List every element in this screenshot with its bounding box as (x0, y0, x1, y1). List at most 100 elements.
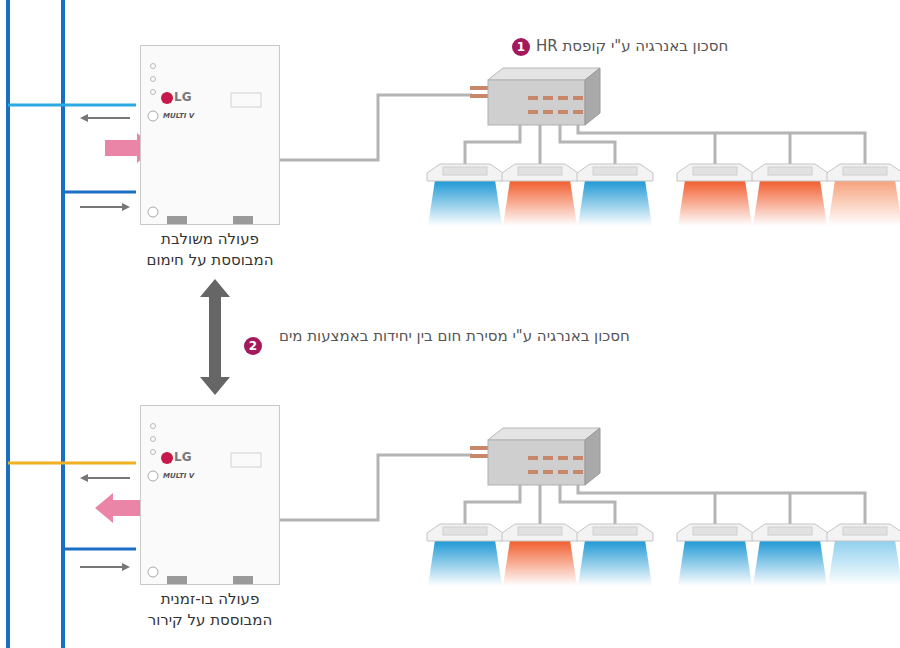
flow-arrow (86, 477, 130, 479)
refrigerant-pipe (465, 485, 520, 524)
cassette-panel (593, 527, 637, 535)
outdoor-unit: LG MULTI V פעולה משולבת המבוססת על חימום (130, 45, 290, 271)
hr-port (573, 456, 583, 460)
double-arrow (200, 279, 230, 395)
callout-number: 2 (244, 337, 262, 355)
flow-arrowhead (122, 563, 130, 571)
airflow (753, 180, 827, 226)
unit-housing: LGMULTI V (140, 405, 280, 585)
cassette-unit (827, 524, 900, 541)
model-name: MULTI V (163, 112, 194, 120)
cassette-panel (693, 527, 737, 535)
cassette-unit (677, 164, 753, 181)
unit-details (141, 46, 279, 224)
cassette-panel (443, 167, 487, 175)
refrigerant-pipe (276, 95, 472, 160)
hr-port (528, 110, 538, 114)
display-panel (231, 453, 261, 467)
hr-port (573, 470, 583, 474)
flow-arrowhead (122, 203, 130, 211)
water-pipe (8, 104, 136, 107)
indicator-dot (151, 77, 156, 82)
pipe-stub (470, 446, 490, 450)
hr-port (528, 470, 538, 474)
edge-label: חסכון באנרגיה ע"י מסירת חום בין יחידות ב… (277, 327, 632, 345)
airflow (678, 180, 752, 226)
cassette-panel (443, 527, 487, 535)
indicator-dot (151, 64, 156, 69)
refrigerant-pipe (560, 485, 615, 524)
airflow (503, 180, 577, 226)
refrigerant-pipe (789, 133, 792, 164)
refrigerant-pipe (714, 133, 717, 164)
hr-port (573, 110, 583, 114)
refrigerant-pipe (539, 485, 542, 524)
unit-caption: פעולה משולבת המבוססת על חימום (135, 229, 285, 271)
cassette-panel (768, 167, 812, 175)
unit-foot (167, 216, 187, 224)
port (148, 207, 158, 217)
hr-port (558, 470, 568, 474)
hr-port (543, 456, 553, 460)
airflow (578, 180, 652, 226)
unit-foot (233, 216, 253, 224)
cassette-unit (427, 524, 503, 541)
hr-port (528, 456, 538, 460)
hr-box-side (585, 428, 600, 485)
hr-port (528, 96, 538, 100)
unit-caption: פעולה בו-זמנית המבוססת על קירור (135, 589, 285, 631)
cassette-panel (593, 167, 637, 175)
cassette-panel (843, 527, 887, 535)
water-riser (61, 0, 65, 648)
cassette-unit (677, 524, 753, 541)
note-label: חסכון באנרגיה ע"י קופסת HR (534, 37, 730, 55)
port (148, 111, 158, 121)
port (148, 567, 158, 577)
indicator-dot (151, 424, 156, 429)
hr-box-front (488, 440, 585, 485)
logo-mark (161, 92, 173, 104)
indicator-dot (151, 450, 156, 455)
cassette-panel (693, 167, 737, 175)
water-riser (6, 0, 10, 648)
hr-port (543, 110, 553, 114)
unit-housing: LG MULTI V (140, 45, 280, 225)
cassette-panel (518, 527, 562, 535)
unit-foot (233, 576, 253, 584)
cassette-unit (752, 164, 828, 181)
logo-mark (161, 452, 173, 464)
display-panel (231, 93, 261, 107)
flow-arrowhead (80, 114, 88, 122)
unit-foot (167, 576, 187, 584)
airflow (578, 540, 652, 586)
outdoor-unit: LGMULTI Vפעולה בו-זמנית המבוססת על קירור (130, 405, 290, 631)
cassette-unit (427, 164, 503, 181)
brand-logo: LG (174, 450, 192, 464)
refrigerant-pipe (560, 125, 615, 164)
refrigerant-pipe (578, 485, 865, 524)
flow-arrowhead (80, 474, 88, 482)
water-pipe (8, 462, 136, 465)
refrigerant-pipe (789, 493, 792, 524)
hr-port (543, 470, 553, 474)
pipe-stub (470, 86, 490, 90)
hr-port (558, 456, 568, 460)
cassette-unit (502, 164, 578, 181)
airflow (753, 540, 827, 586)
water-pipe (63, 191, 136, 194)
cassette-unit (577, 164, 653, 181)
cassette-panel (518, 167, 562, 175)
hr-box-front (488, 80, 585, 125)
cassette-unit (752, 524, 828, 541)
hr-port (543, 96, 553, 100)
brand-logo: LG (174, 90, 192, 104)
refrigerant-pipe (465, 125, 520, 164)
airflow (428, 540, 502, 586)
cassette-panel (768, 527, 812, 535)
callout-number: 1 (512, 38, 530, 56)
airflow (678, 540, 752, 586)
hr-port (558, 110, 568, 114)
hr-box-side (585, 68, 600, 125)
